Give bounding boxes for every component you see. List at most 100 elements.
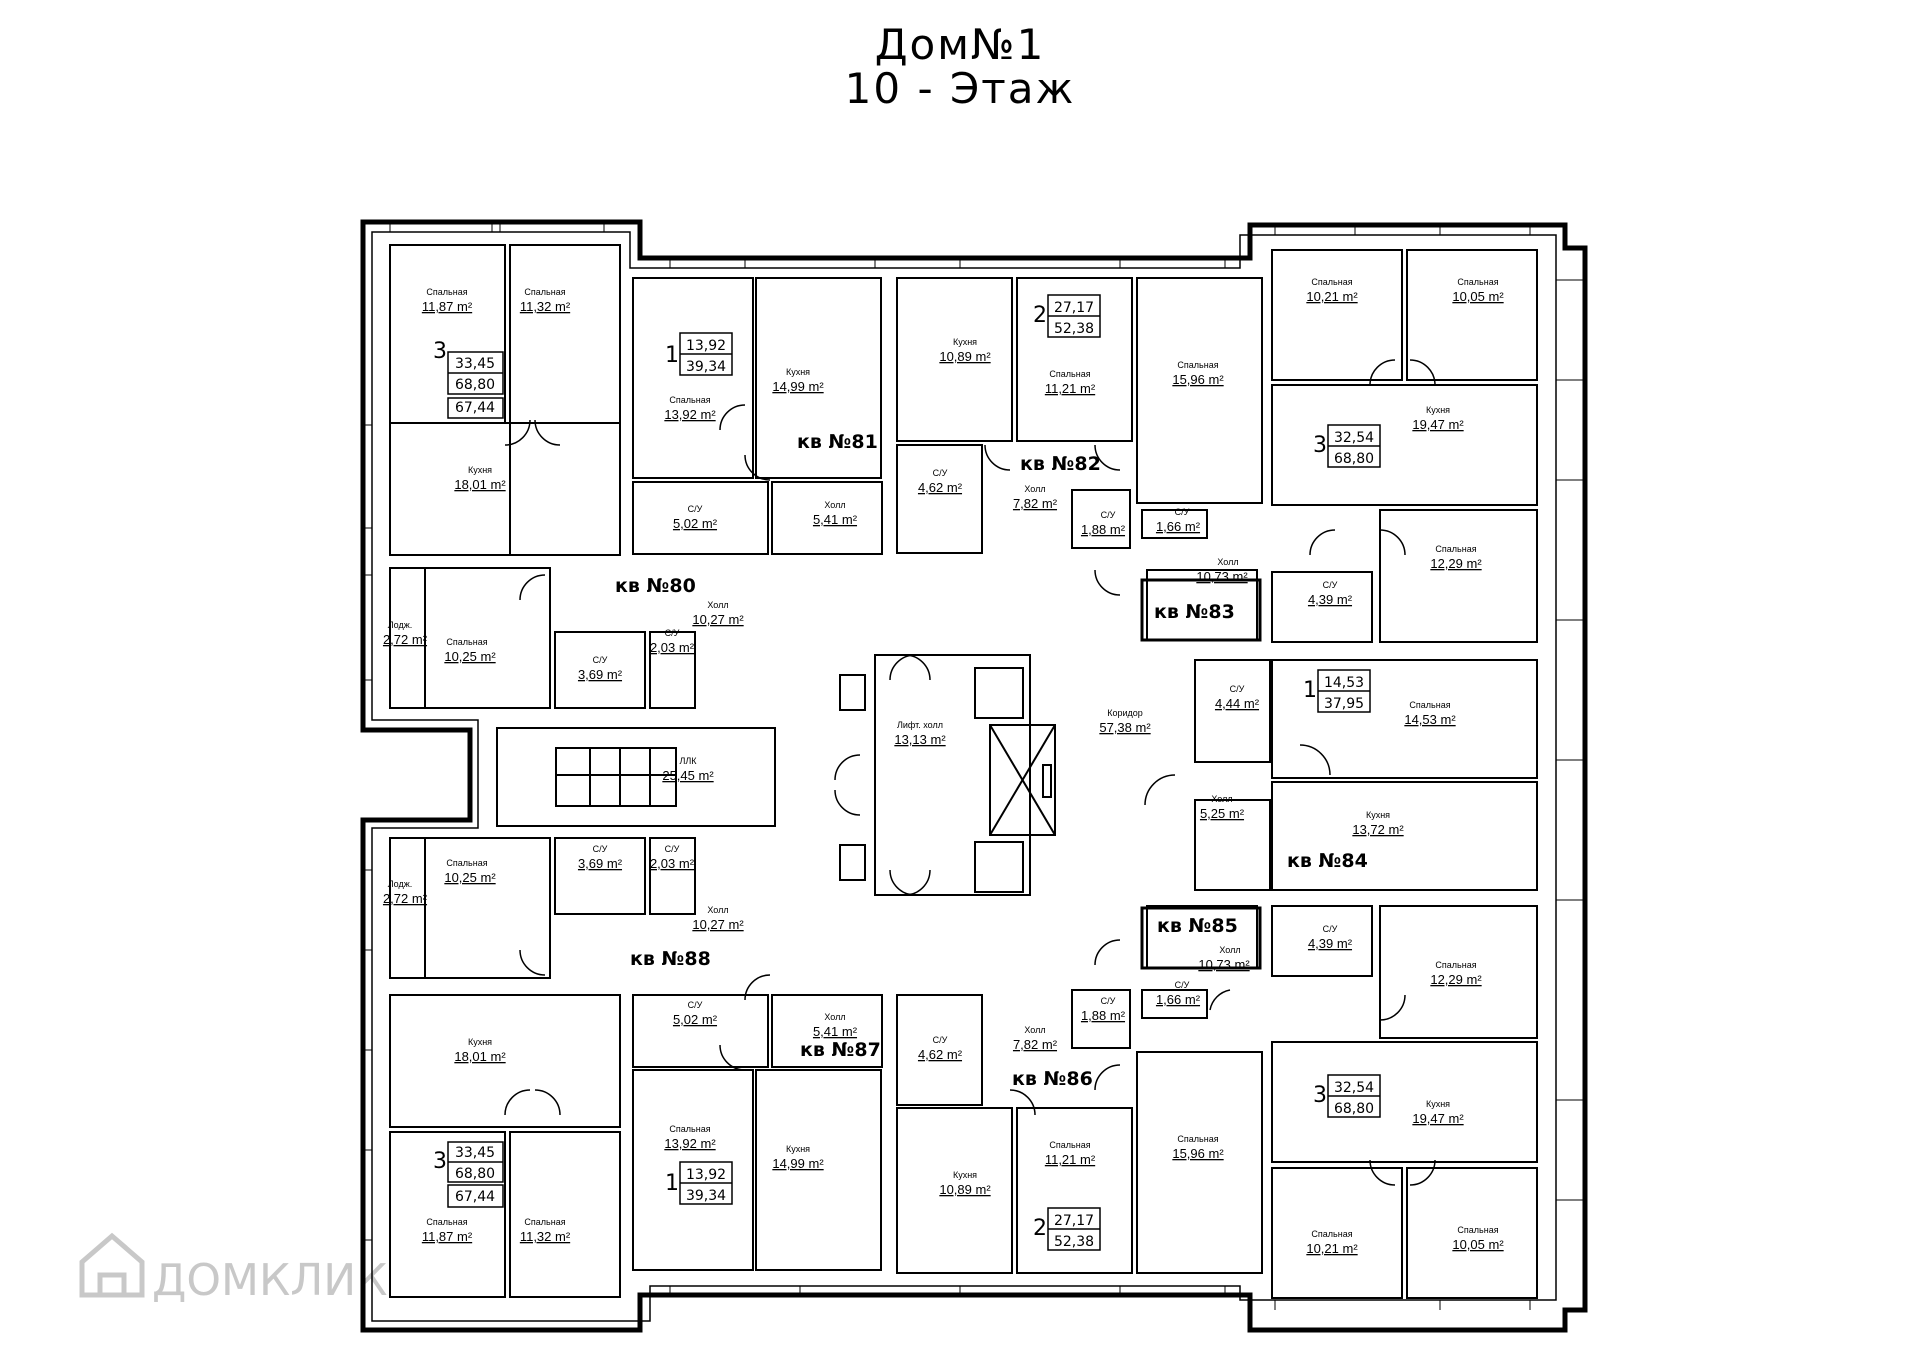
door-swings xyxy=(504,359,1436,1186)
svg-text:4,62 m²: 4,62 m² xyxy=(918,1047,963,1062)
svg-text:Холл: Холл xyxy=(1024,484,1045,494)
apt-81-label: кв №81 xyxy=(797,431,878,453)
svg-text:Кухня: Кухня xyxy=(1426,1099,1450,1109)
room-r83f: С/У4,39 m² xyxy=(1308,580,1353,607)
svg-text:Холл: Холл xyxy=(707,905,728,915)
summary-s87 xyxy=(679,1161,733,1205)
svg-text:Кухня: Кухня xyxy=(468,465,492,475)
room-r80g: С/У 2,03 m² xyxy=(650,628,695,655)
svg-text:52,38: 52,38 xyxy=(1054,1234,1094,1250)
svg-text:10,21 m²: 10,21 m² xyxy=(1306,1241,1358,1256)
svg-text:Лодж.: Лодж. xyxy=(388,879,413,889)
apt-84-label: кв №84 xyxy=(1287,850,1368,872)
svg-text:Спальная: Спальная xyxy=(1457,277,1498,287)
summary-s83 xyxy=(1327,424,1381,468)
svg-text:68,80: 68,80 xyxy=(1334,1101,1374,1117)
svg-text:С/У: С/У xyxy=(593,844,608,854)
svg-text:Холл: Холл xyxy=(1211,794,1232,804)
svg-text:15,96 m²: 15,96 m² xyxy=(1172,1146,1224,1161)
svg-text:Холл: Холл xyxy=(1219,945,1240,955)
svg-text:Спальная: Спальная xyxy=(1457,1225,1498,1235)
svg-text:Холл: Холл xyxy=(824,500,845,510)
svg-text:Кухня: Кухня xyxy=(953,1170,977,1180)
svg-text:Спальная: Спальная xyxy=(1435,960,1476,970)
svg-text:Кухня: Кухня xyxy=(1366,810,1390,820)
summary-s82 xyxy=(1047,294,1101,338)
svg-text:12,29 m²: 12,29 m² xyxy=(1430,972,1482,987)
svg-text:3,69 m²: 3,69 m² xyxy=(578,856,623,871)
svg-text:С/У: С/У xyxy=(1101,510,1116,520)
svg-text:27,17: 27,17 xyxy=(1054,300,1094,316)
watermark: ДОМКЛИК xyxy=(79,1232,387,1306)
svg-text:Спальная: Спальная xyxy=(524,1217,565,1227)
room-r88c: С/У 3,69 m² xyxy=(578,844,623,871)
svg-text:Спальная: Спальная xyxy=(1177,360,1218,370)
svg-text:10,89 m²: 10,89 m² xyxy=(939,349,991,364)
svg-text:5,02 m²: 5,02 m² xyxy=(673,1012,718,1027)
svg-text:11,32 m²: 11,32 m² xyxy=(520,299,571,314)
svg-text:5,41 m²: 5,41 m² xyxy=(813,1024,858,1039)
svg-text:Спальная: Спальная xyxy=(426,1217,467,1227)
svg-text:14,53: 14,53 xyxy=(1324,675,1364,691)
svg-text:Холл: Холл xyxy=(1217,557,1238,567)
room-r88a: Лодж. 2,72 m² xyxy=(383,879,428,906)
summary-s85 xyxy=(1327,1074,1381,1118)
summary-s84 xyxy=(1317,669,1371,713)
room-r85c: С/У4,39 m² xyxy=(1308,924,1353,951)
svg-text:С/У: С/У xyxy=(593,655,608,665)
svg-text:Спальная: Спальная xyxy=(1049,1140,1090,1150)
svg-text:Кухня: Кухня xyxy=(468,1037,492,1047)
svg-text:11,32 m²: 11,32 m² xyxy=(520,1229,571,1244)
svg-text:Кухня: Кухня xyxy=(1426,405,1450,415)
svg-text:Спальная: Спальная xyxy=(446,858,487,868)
svg-text:10,21 m²: 10,21 m² xyxy=(1306,289,1358,304)
svg-text:2,03 m²: 2,03 m² xyxy=(650,640,695,655)
svg-text:1: 1 xyxy=(1303,678,1317,703)
svg-text:4,44 m²: 4,44 m² xyxy=(1215,696,1260,711)
building-title: Дом№1 xyxy=(874,20,1046,69)
room-r86d: Кухня 10,89 m² xyxy=(939,1170,991,1197)
apt-80-label: кв №80 xyxy=(615,575,696,597)
svg-text:13,92: 13,92 xyxy=(686,1167,726,1183)
svg-text:32,54: 32,54 xyxy=(1334,430,1374,446)
floor-title: 10 - Этаж xyxy=(844,64,1076,113)
svg-text:Спальная: Спальная xyxy=(1049,369,1090,379)
svg-text:10,89 m²: 10,89 m² xyxy=(939,1182,991,1197)
svg-text:Кухня: Кухня xyxy=(786,1144,810,1154)
svg-text:Спальная: Спальная xyxy=(1435,544,1476,554)
svg-text:10,73 m²: 10,73 m² xyxy=(1198,957,1250,972)
room-r88h: Спальная 11,32 m² xyxy=(520,1217,571,1244)
svg-text:1,66 m²: 1,66 m² xyxy=(1156,519,1201,534)
svg-text:С/У: С/У xyxy=(688,504,703,514)
room-r88d: С/У2,03 m² xyxy=(650,844,695,871)
svg-text:1,88 m²: 1,88 m² xyxy=(1081,522,1126,537)
svg-text:С/У: С/У xyxy=(1175,507,1190,517)
svg-text:С/У: С/У xyxy=(1101,996,1116,1006)
svg-text:С/У: С/У xyxy=(688,1000,703,1010)
svg-text:Спальная: Спальная xyxy=(446,637,487,647)
svg-text:С/У: С/У xyxy=(1175,980,1190,990)
svg-text:ЛЛК: ЛЛК xyxy=(679,756,697,766)
room-llk: ЛЛК 25,45 m² xyxy=(662,756,714,783)
svg-text:25,45 m²: 25,45 m² xyxy=(662,768,714,783)
svg-text:С/У: С/У xyxy=(665,628,680,638)
svg-text:2: 2 xyxy=(1033,303,1047,328)
room-r80f: С/У3,69 m² xyxy=(578,655,623,682)
svg-text:11,21 m²: 11,21 m² xyxy=(1045,381,1096,396)
svg-text:2,72 m²: 2,72 m² xyxy=(383,891,428,906)
svg-text:5,41 m²: 5,41 m² xyxy=(813,512,858,527)
